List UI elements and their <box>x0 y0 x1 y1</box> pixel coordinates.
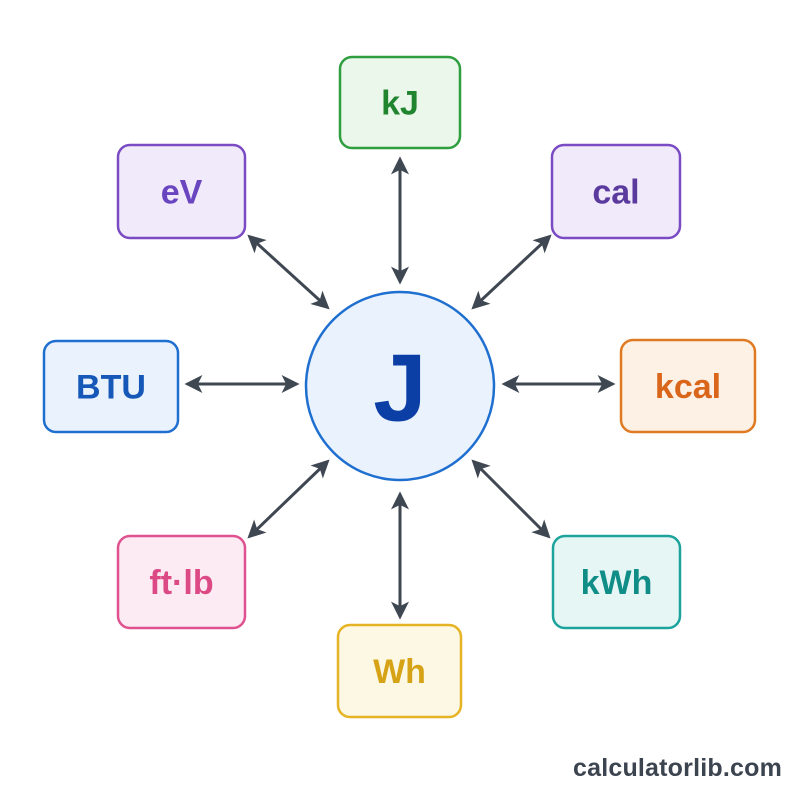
site-watermark: calculatorlib.com <box>572 754 782 782</box>
unit-box-frame <box>336 623 463 719</box>
unit-label-kcal: kcal <box>655 368 721 406</box>
unit-box-frame <box>42 339 180 434</box>
arrow-ev <box>247 234 330 310</box>
unit-box-ftlb: ft·lb <box>116 534 247 630</box>
unit-box-cal: cal <box>550 143 682 240</box>
unit-label-btu: BTU <box>76 369 146 407</box>
unit-box-frame <box>619 338 757 434</box>
unit-box-ev: eV <box>116 143 247 240</box>
unit-box-frame <box>551 534 682 630</box>
hub-circle <box>304 290 496 482</box>
unit-box-wh: Wh <box>336 623 463 719</box>
unit-box-frame <box>116 534 247 630</box>
unit-label-ftlb: ft·lb <box>149 564 213 602</box>
unit-label-kj: kJ <box>381 85 419 123</box>
unit-label-wh: Wh <box>373 653 426 691</box>
unit-box-btu: BTU <box>42 339 180 434</box>
unit-label-cal: cal <box>592 174 639 212</box>
connector-arrows <box>184 156 616 620</box>
unit-label-kwh: kWh <box>581 564 653 602</box>
hub-joule: J <box>304 290 496 482</box>
unit-label-ev: eV <box>161 174 203 212</box>
unit-box-frame <box>550 143 682 240</box>
unit-box-frame <box>338 55 462 150</box>
unit-box-frame <box>116 143 247 240</box>
unit-box-kcal: kcal <box>619 338 757 434</box>
arrow-ftlb <box>247 459 330 539</box>
arrow-kwh <box>471 459 551 539</box>
arrow-cal <box>471 234 552 310</box>
unit-box-kwh: kWh <box>551 534 682 630</box>
hub-label: J <box>373 335 426 442</box>
unit-box-kj: kJ <box>338 55 462 150</box>
